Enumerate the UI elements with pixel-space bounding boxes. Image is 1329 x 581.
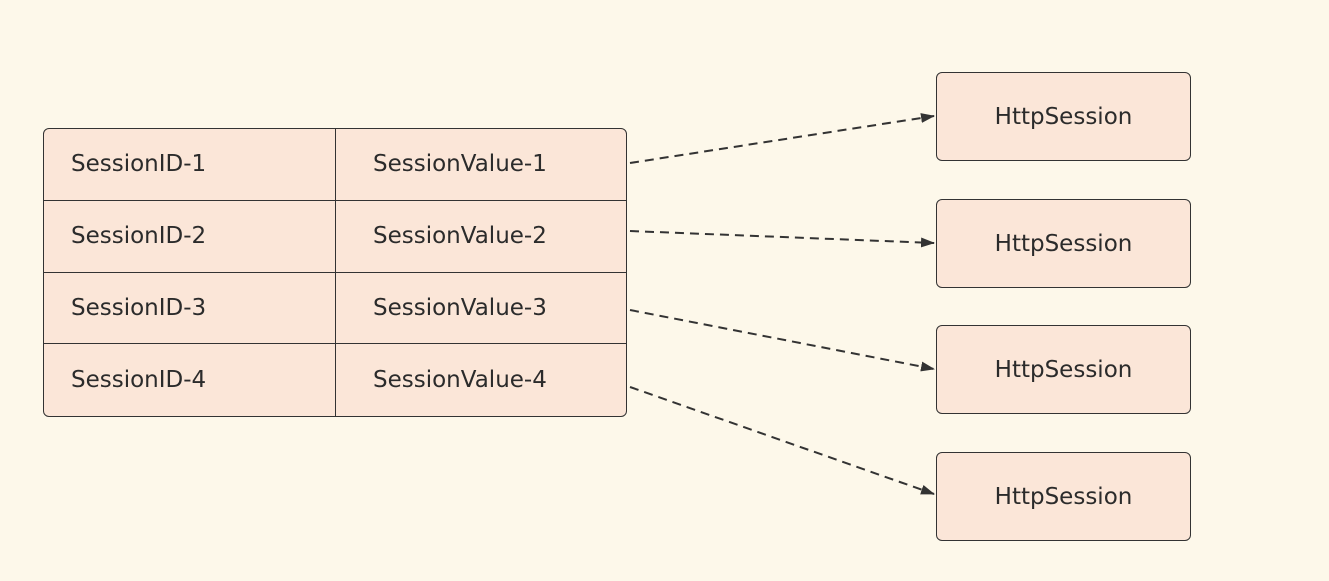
http-session-box-4: HttpSession (936, 452, 1191, 541)
session-map-table: SessionID-1 SessionValue-1 SessionID-2 S… (43, 128, 627, 417)
dashed-arrow-4 (629, 386, 935, 495)
session-id-cell-1: SessionID-1 (44, 129, 336, 201)
session-id-cell-3: SessionID-3 (44, 272, 336, 345)
session-id-cell-4: SessionID-4 (44, 344, 336, 416)
dashed-arrow-1 (629, 113, 935, 164)
session-value-cell-4: SessionValue-4 (373, 367, 547, 394)
dashed-arrow-2 (629, 230, 935, 248)
session-id-cell-2: SessionID-2 (44, 200, 336, 273)
session-value-cell-2: SessionValue-2 (336, 201, 626, 273)
http-session-box-1: HttpSession (936, 72, 1191, 161)
dashed-arrow-3 (629, 309, 935, 372)
session-value-cell-1: SessionValue-1 (336, 129, 626, 201)
session-value-cell-3: SessionValue-3 (336, 273, 626, 345)
http-session-box-2: HttpSession (936, 199, 1191, 288)
http-session-box-3: HttpSession (936, 325, 1191, 414)
